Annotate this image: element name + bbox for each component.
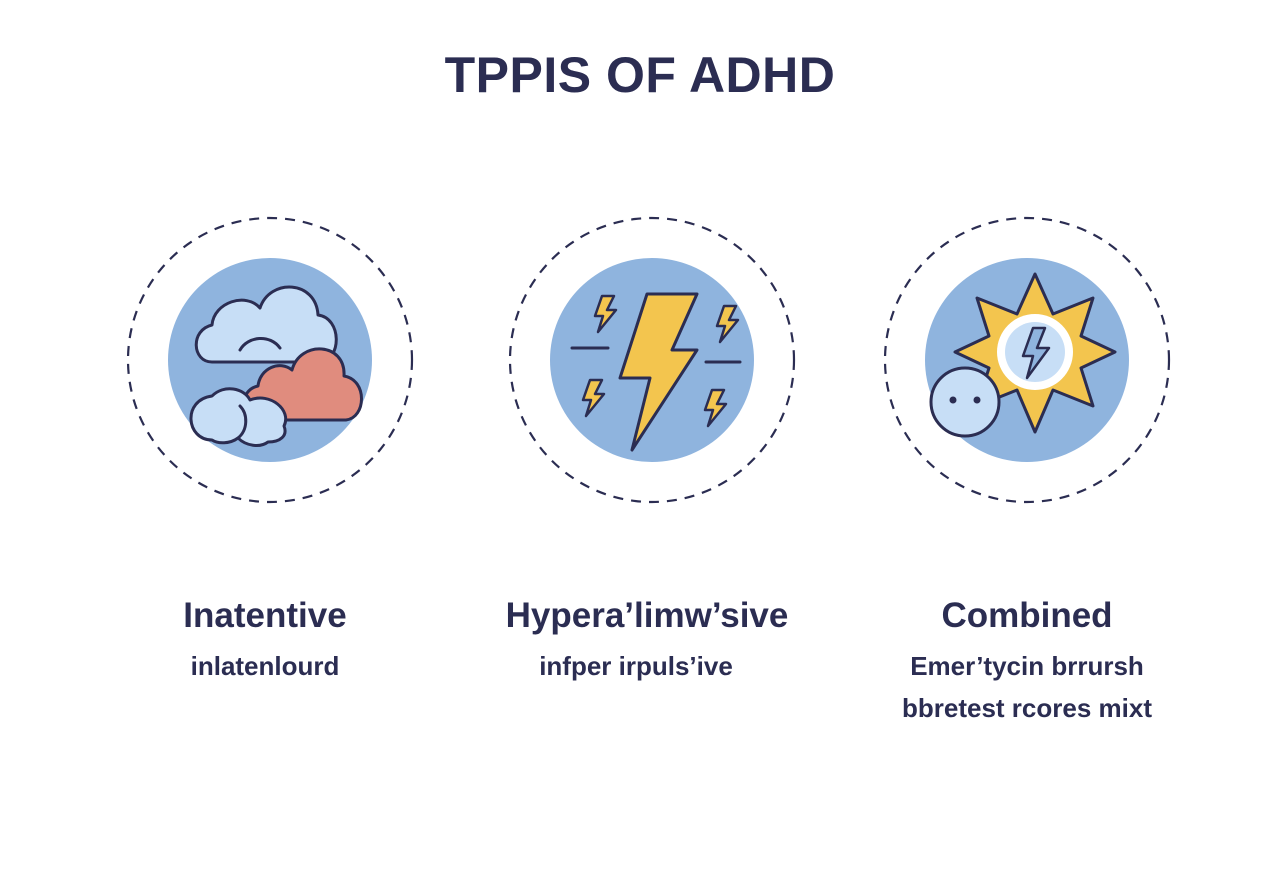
- small-cloud-detail: [236, 404, 248, 440]
- small-bolt-bottom-right: [703, 388, 728, 428]
- lightning-bolts-icon: [502, 210, 802, 510]
- face-circle: [929, 366, 1001, 438]
- dashed-ring: [508, 216, 796, 504]
- type-label-hyperactive: Hypera’limw’sive: [505, 596, 789, 635]
- small-bolt-top-left: [593, 294, 618, 334]
- lightning-icon-graphic: [508, 216, 796, 504]
- small-bolt-bottom-left: [581, 378, 606, 418]
- clouds-icon-graphic: [126, 216, 414, 504]
- diagram-title: TPPIS OF ADHD: [444, 47, 836, 103]
- starburst-face-icon: [877, 210, 1177, 510]
- dashed-ring: [126, 216, 414, 504]
- light-cloud-shape: [194, 285, 338, 364]
- cloud-detail-line: [238, 337, 282, 352]
- small-bolt-top-right: [715, 304, 740, 344]
- combined-icon-graphic: [883, 216, 1171, 504]
- type-description-hyperactive: infper irpuls’ive: [539, 651, 733, 681]
- type-description-combined: Emer’tycin brrursh bbretest rcores mixt: [832, 645, 1222, 729]
- face-left-eye: [949, 396, 957, 404]
- face-right-eye: [973, 396, 981, 404]
- type-label-combined: Combined: [941, 596, 1113, 635]
- type-label-inattentive: Inatentive: [183, 596, 347, 635]
- dashed-ring: [883, 216, 1171, 504]
- center-bolt-shape: [1021, 326, 1051, 380]
- type-description-combined-line2: bbretest rcores mixt: [902, 693, 1152, 723]
- main-bolt-shape: [618, 292, 699, 452]
- clouds-icon: [120, 210, 420, 510]
- type-description-combined-line1: Emer’tycin brrursh: [910, 651, 1144, 681]
- type-description-inattentive: inlatenlourd: [190, 651, 340, 681]
